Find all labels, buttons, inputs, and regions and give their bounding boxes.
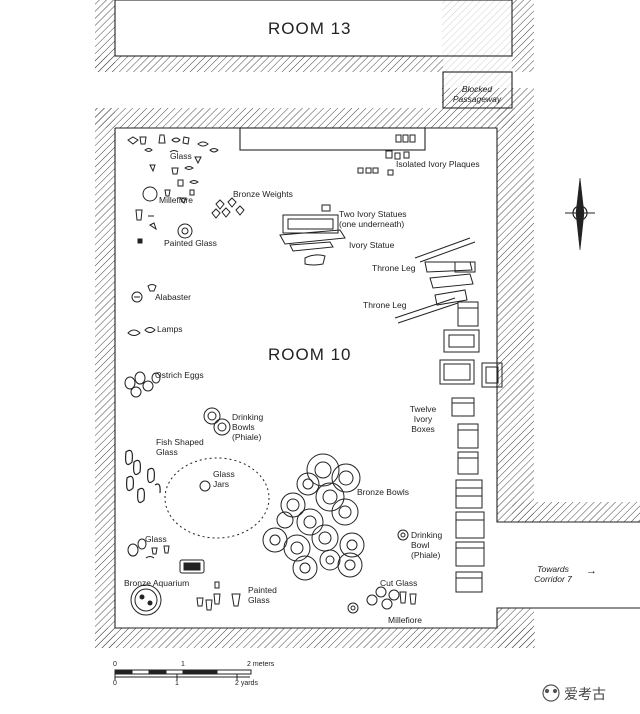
label-painted-glass-bottom: Painted Glass	[248, 585, 277, 605]
walls	[95, 0, 640, 648]
room-10-title: ROOM 10	[268, 345, 352, 364]
label-bronze-bowls: Bronze Bowls	[357, 487, 409, 497]
room-outlines	[114, 0, 640, 629]
corridor-arrow: →	[586, 565, 597, 577]
fish-glass-cluster	[125, 449, 161, 503]
scale-yard-1: 1	[175, 680, 179, 687]
room-13-title: ROOM 13	[268, 19, 352, 38]
label-bronze-aquarium: Bronze Aquarium	[124, 578, 190, 588]
ivory-statues-drawing	[279, 204, 346, 266]
scale-yard-0: 0	[113, 680, 117, 687]
label-glass-jars: Glass Jars	[213, 469, 235, 489]
scale-yard-2: 2 yards	[235, 680, 258, 687]
label-cut-glass: Cut Glass	[380, 578, 418, 588]
label-glass-bottom: Glass	[145, 534, 167, 544]
bronze-weights-cluster	[211, 197, 245, 219]
label-two-ivory-statues: Two Ivory Statues (one underneath)	[339, 209, 407, 229]
label-bronze-weights: Bronze Weights	[233, 189, 293, 199]
label-lamps: Lamps	[157, 324, 183, 334]
scale-meter-0: 0	[113, 661, 117, 668]
blocked-passageway-label: Blocked Passageway	[452, 84, 502, 104]
label-millefiore-top: Millefiore	[159, 195, 194, 205]
north-arrow	[565, 177, 595, 251]
label-drinking-bowls: Drinking Bowls (Phiale)	[232, 412, 264, 442]
label-throne-leg-1: Throne Leg	[372, 263, 416, 273]
label-ostrich-eggs: Ostrich Eggs	[155, 370, 204, 380]
label-alabaster: Alabaster	[155, 292, 191, 302]
scale-meter-1: 1	[181, 661, 185, 668]
label-throne-leg-2: Throne Leg	[363, 300, 407, 310]
ostrich-eggs-cluster	[124, 371, 161, 398]
watermark-text: 爱考古	[564, 686, 606, 702]
scale-bar-drawing	[114, 669, 252, 680]
ivory-plaques-cluster	[357, 134, 416, 176]
bronze-bowls-cluster	[262, 453, 365, 581]
ivory-boxes-column	[439, 301, 503, 593]
label-twelve-ivory-boxes: Twelve Ivory Boxes	[409, 404, 437, 434]
label-drinking-bowl: Drinking Bowl (Phiale)	[411, 530, 443, 560]
label-ivory-statue: Ivory Statue	[349, 240, 395, 250]
corridor-label: Towards Corridor 7	[534, 564, 572, 584]
glass-cluster-top	[127, 134, 219, 187]
label-fish-shaped-glass: Fish Shaped Glass	[156, 437, 204, 457]
compass-north-letter: N	[577, 208, 583, 217]
scale-meter-2: 2 meters	[247, 661, 275, 668]
label-glass-top: Glass	[170, 151, 192, 161]
label-painted-glass-top: Painted Glass	[164, 238, 217, 248]
label-millefiore-bottom: Millefiore	[388, 615, 423, 625]
throne-legs-drawing	[394, 237, 476, 324]
watermark-icon	[542, 684, 560, 702]
label-isolated-ivory-plaques: Isolated Ivory Plaques	[396, 159, 480, 169]
artifacts	[124, 134, 503, 616]
